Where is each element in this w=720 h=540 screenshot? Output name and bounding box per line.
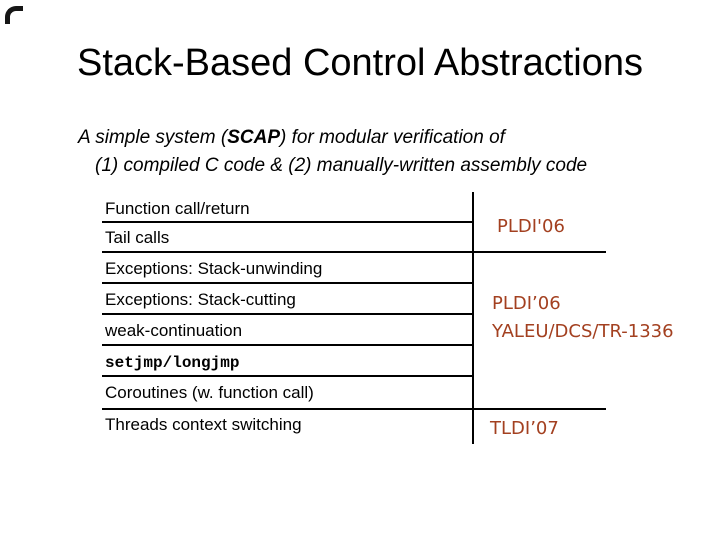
corner-ornament-icon [5,6,23,24]
separator-under-setjmp [102,375,472,377]
table-row-setjmp-longjmp: setjmp/longjmp [105,354,240,372]
table-row-tail-calls: Tail calls [105,228,170,247]
separator-under-tail-calls-long [102,251,606,253]
separator-under-coroutines-long [102,408,606,410]
separator-under-stack-cutting [102,313,472,315]
subtitle-line-2: (1) compiled C code & (2) manually-writt… [95,155,588,176]
subtitle-line1-post: ) for modular verification of [280,127,505,148]
subtitle-line-1: A simple system (SCAP) for modular verif… [78,124,587,152]
publication-label-pldi06-a: PLDI'06 [497,216,565,237]
subtitle-line1-pre: A simple system ( [78,127,228,148]
table-row-weak-continuation: weak-continuation [105,321,243,340]
table-row-coroutines: Coroutines (w. function call) [105,383,314,402]
table-row-exceptions-stack-cutting: Exceptions: Stack-cutting [105,290,296,309]
publication-label-yaleu-tr1336: YALEU/DCS/TR-1336 [492,321,674,342]
table-row-function-call-return: Function call/return [105,199,250,218]
table-row-exceptions-stack-unwinding: Exceptions: Stack-unwinding [105,259,323,278]
table-row-threads-context-switching: Threads context switching [105,415,302,434]
publication-label-pldi06-b: PLDI’06 [492,293,561,314]
subtitle-scap-acronym: SCAP [227,127,281,148]
slide-title: Stack-Based Control Abstractions [76,42,644,84]
column-divider-line [472,192,474,444]
publication-label-tldi07: TLDI’07 [490,418,559,439]
separator-under-function-call [102,221,472,223]
separator-under-weak-continuation [102,344,472,346]
separator-under-stack-unwinding [102,282,472,284]
slide-subtitle: A simple system (SCAP) for modular verif… [78,124,587,180]
